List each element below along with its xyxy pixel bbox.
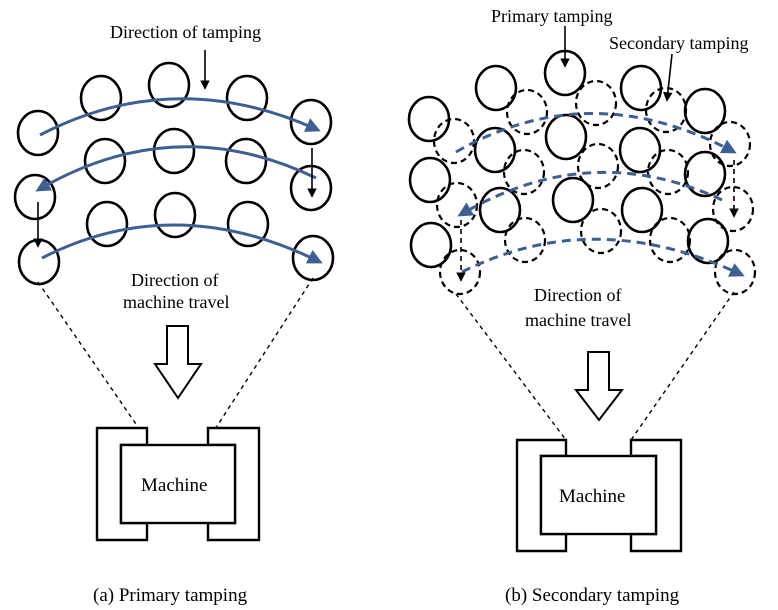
direction-of-tamping-label: Direction of tamping: [110, 22, 261, 42]
primary-points: [407, 49, 730, 269]
machine-a: Machine: [95, 426, 261, 542]
machine-label: Machine: [141, 475, 207, 496]
primary-tamping-label: Primary tamping: [491, 6, 612, 26]
travel-direction-arrow-b: [573, 351, 625, 422]
guide-line-right-b: [630, 291, 735, 441]
panel-b: Primary tamping Secondary tamping Direct…: [407, 6, 757, 606]
travel-label-line-1-b: Direction of: [534, 285, 621, 305]
travel-label-line-2: machine travel: [123, 292, 229, 312]
secondary-tamping-label: Secondary tamping: [609, 33, 748, 53]
tamping-points-row-2: [13, 127, 333, 221]
secondary-path-arc-3: [461, 237, 745, 277]
travel-direction-arrow: [153, 325, 203, 400]
travel-label-line-2-b: machine travel: [525, 310, 631, 330]
panel-a: Direction of tamping Direction of machin…: [13, 22, 335, 606]
machine-label-b: Machine: [559, 486, 625, 507]
guide-line-right: [207, 277, 314, 441]
tamping-path-arc-1: [39, 97, 321, 137]
machine-b: Machine: [515, 438, 683, 553]
machine-body: [119, 443, 237, 525]
secondary-path-arc-2: [457, 170, 723, 217]
travel-label-line-1: Direction of: [131, 270, 218, 290]
caption-secondary: (b) Secondary tamping: [505, 585, 680, 606]
secondary-points: [432, 79, 757, 296]
tamping-points-row-1: [16, 61, 333, 157]
tamping-path-arc-2: [35, 145, 317, 192]
secondary-tamping-pointer: [663, 53, 673, 102]
guide-line-left-b: [455, 293, 567, 441]
secondary-path-arc-1: [455, 112, 737, 154]
tamping-path-arc-3: [41, 223, 323, 264]
caption-primary: (a) Primary tamping: [93, 585, 248, 606]
machine-body-b: [539, 454, 658, 536]
